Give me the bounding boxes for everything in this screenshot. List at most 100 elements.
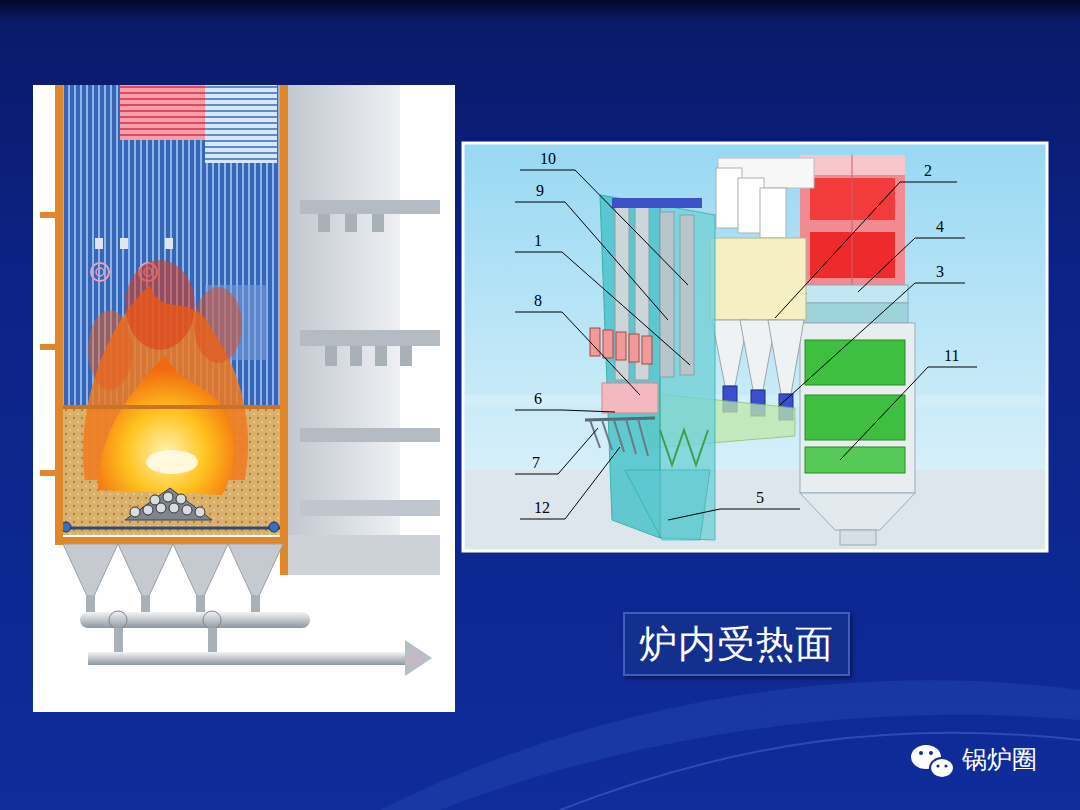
ground [465,470,1045,549]
wechat-eye [944,764,947,767]
pipe-stub [114,628,123,654]
caption-text: 炉内受热面 [639,620,834,668]
bubble-cap [176,494,186,504]
backpass-upper [800,155,905,285]
flame [194,287,242,363]
ledge-tooth [372,214,384,232]
ledge-tooth [325,346,337,366]
top-header [612,198,702,208]
bottom-pipe [88,652,408,665]
burner [616,332,626,360]
refractory-line [63,405,280,409]
burner-ring [91,263,109,281]
callout-number: 4 [936,218,944,236]
bubble-cap [182,505,192,515]
callout-number: 9 [536,182,544,200]
ledge [300,200,440,214]
cyclone-outlet [760,188,786,238]
pipe-joint [203,611,221,629]
callout-number: 11 [944,347,959,365]
wechat-eye [919,751,923,755]
ledge [300,500,440,516]
reheater-coil [205,85,277,163]
pipe-stub [86,596,95,614]
zigzag-pipe [660,430,708,465]
leader-line [515,428,598,474]
bubble-cap [150,495,160,505]
leader-line [520,170,688,285]
bubble-cap [169,503,179,513]
callout-number: 6 [534,390,542,408]
flame [98,355,234,495]
port [95,238,103,249]
furnace-wall [280,85,288,575]
burner [603,330,613,358]
backpass-hopper [800,493,915,530]
ledge-tooth [350,346,362,366]
callout-number: 5 [756,489,764,507]
wechat-eye [936,764,939,767]
header-pipe [80,612,310,628]
nozzle [614,420,624,452]
leader-line [515,312,640,395]
ledge-tooth [345,214,357,232]
cyclone-body [710,238,806,320]
burner [642,336,652,364]
wing-wall [680,215,694,375]
pipe-stub [141,596,150,614]
economizer-block [805,447,905,473]
pipe-joint [109,611,127,629]
bracket [40,344,55,350]
image-frame [463,143,1047,551]
flame [88,310,132,390]
leader-line [858,238,965,292]
swoosh [380,680,1080,810]
leader-line [515,202,668,320]
leader-line [780,283,965,405]
header [269,522,279,532]
leader-line [515,252,690,365]
nozzle [590,420,600,448]
wing-wall [615,205,629,380]
ledge-tooth [400,346,412,366]
wechat-bubble [930,758,954,778]
bubble-cap [143,505,153,515]
burner [629,334,639,362]
wing-wall [660,212,674,377]
burner-ring [96,268,104,276]
callout-number: 12 [534,499,550,517]
hopper [228,544,283,596]
leader-line [775,182,957,318]
port [165,238,173,249]
callout-number: 1 [534,232,542,250]
flame-core [146,450,198,474]
backpass-edge [852,155,853,285]
nozzle-bar [585,418,655,420]
band [800,285,908,303]
callout-number: 10 [540,150,556,168]
callout-number: 7 [532,454,540,472]
image-frame [33,85,455,712]
superheater-coil [120,85,205,140]
distributor [63,527,280,530]
swoosh-line [560,733,1080,810]
burner [590,328,600,356]
corner-mark [401,648,427,669]
bubble-caps [125,488,212,520]
flame [125,260,195,350]
pipe-stub [208,628,217,654]
hopper [173,544,228,596]
callout-number: 8 [534,292,542,310]
ledge [300,428,440,442]
grid [602,383,658,413]
leader-line [668,509,800,520]
port [120,238,128,249]
ledge-tooth [318,214,330,232]
wechat-eye [929,751,933,755]
caption-box: 炉内受热面 [623,612,850,676]
bubble-cap [195,507,205,517]
cyclone-cone [768,320,804,394]
backpass-lower [800,323,915,493]
economizer-block [805,340,905,385]
